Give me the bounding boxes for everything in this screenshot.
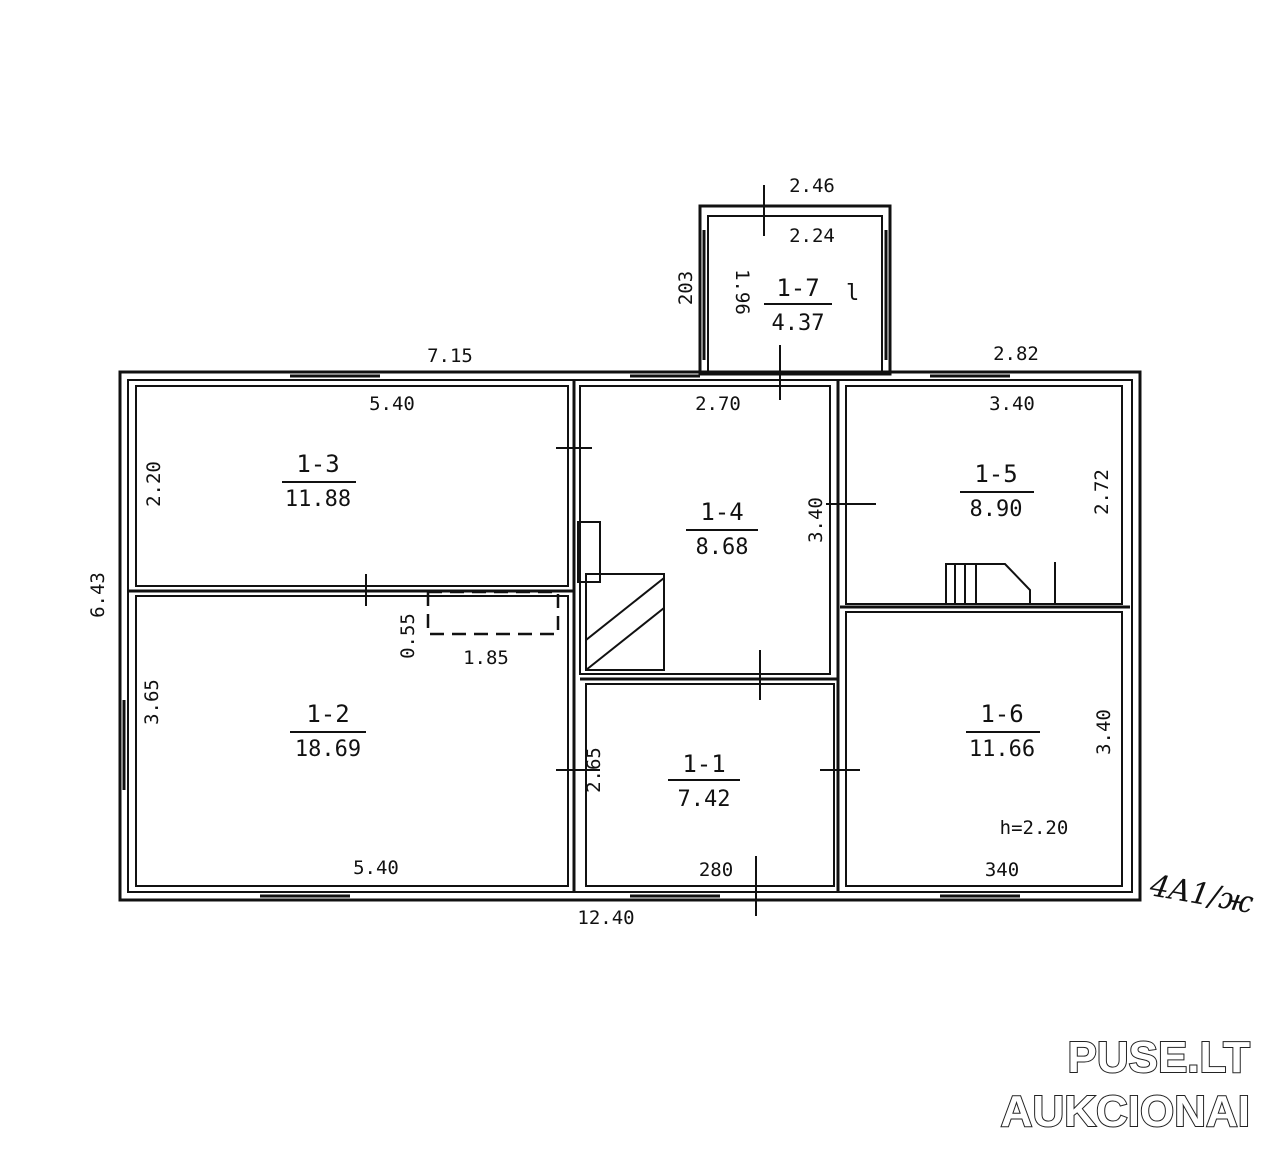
svg-text:4.37: 4.37 bbox=[772, 311, 825, 336]
svg-text:1-3: 1-3 bbox=[296, 450, 339, 478]
svg-text:2.20: 2.20 bbox=[143, 461, 165, 507]
svg-text:2.82: 2.82 bbox=[993, 343, 1039, 365]
svg-text:1-2: 1-2 bbox=[306, 700, 349, 728]
svg-text:6.43: 6.43 bbox=[87, 572, 109, 618]
svg-text:8.90: 8.90 bbox=[970, 497, 1023, 522]
svg-text:11.66: 11.66 bbox=[969, 737, 1035, 762]
svg-text:PUSE.LT: PUSE.LT bbox=[1067, 1033, 1250, 1082]
svg-text:1-4: 1-4 bbox=[700, 498, 743, 526]
svg-text:1-5: 1-5 bbox=[974, 460, 1017, 488]
svg-text:5.40: 5.40 bbox=[369, 393, 415, 415]
svg-text:280: 280 bbox=[699, 859, 733, 881]
svg-text:12.40: 12.40 bbox=[577, 907, 634, 929]
svg-text:h=2.20: h=2.20 bbox=[1000, 817, 1069, 839]
svg-text:2.72: 2.72 bbox=[1091, 469, 1113, 515]
svg-text:18.69: 18.69 bbox=[295, 737, 361, 762]
chimney-symbol bbox=[577, 521, 601, 583]
windows bbox=[122, 230, 1020, 898]
svg-text:3.40: 3.40 bbox=[989, 393, 1035, 415]
svg-text:2.46: 2.46 bbox=[789, 175, 835, 197]
svg-text:0.55: 0.55 bbox=[397, 613, 419, 659]
room-1-2-label: 1-2 18.69 bbox=[290, 700, 366, 762]
svg-text:5.40: 5.40 bbox=[353, 857, 399, 879]
outer-walls bbox=[118, 370, 1142, 902]
room-1-5-label: 1-5 8.90 bbox=[960, 460, 1034, 522]
svg-text:8.68: 8.68 bbox=[696, 535, 749, 560]
svg-text:11.88: 11.88 bbox=[285, 487, 351, 512]
door-marks bbox=[365, 185, 876, 916]
stair-symbol bbox=[585, 562, 1056, 671]
svg-text:l: l bbox=[846, 281, 859, 306]
room-1-1-label: 1-1 7.42 bbox=[668, 750, 740, 812]
svg-text:2.24: 2.24 bbox=[789, 225, 835, 247]
svg-text:7.15: 7.15 bbox=[427, 345, 473, 367]
dimension-labels: 7.15 12.40 2.82 6.43 5.40 2.20 5.40 3.65… bbox=[87, 175, 1115, 929]
room-1-3-label: 1-3 11.88 bbox=[282, 450, 356, 512]
room-1-7-label: 1-7 4.37 l bbox=[764, 274, 859, 336]
svg-text:1-7: 1-7 bbox=[776, 274, 819, 302]
svg-text:203: 203 bbox=[675, 271, 697, 305]
svg-text:340: 340 bbox=[985, 859, 1019, 881]
svg-text:1.85: 1.85 bbox=[463, 647, 509, 669]
svg-text:1-6: 1-6 bbox=[980, 700, 1023, 728]
room-1-6-label: 1-6 11.66 bbox=[966, 700, 1040, 762]
svg-text:7.42: 7.42 bbox=[678, 787, 731, 812]
svg-text:3.40: 3.40 bbox=[1093, 709, 1115, 755]
svg-text:3.40: 3.40 bbox=[805, 497, 827, 543]
closet-outline bbox=[426, 590, 560, 636]
svg-text:AUKCIONAI: AUKCIONAI bbox=[1001, 1087, 1250, 1136]
svg-text:2.70: 2.70 bbox=[695, 393, 741, 415]
watermark-logo: PUSE.LT AUKCIONAI bbox=[1000, 1032, 1251, 1137]
room-1-4-label: 1-4 8.68 bbox=[686, 498, 758, 560]
svg-text:3.65: 3.65 bbox=[141, 679, 163, 725]
svg-text:1-1: 1-1 bbox=[682, 750, 725, 778]
svg-text:2.65: 2.65 bbox=[583, 747, 605, 793]
svg-text:1.96: 1.96 bbox=[731, 269, 753, 315]
handwritten-code: 4A1/ж bbox=[1146, 868, 1256, 921]
annex-walls bbox=[698, 204, 892, 376]
